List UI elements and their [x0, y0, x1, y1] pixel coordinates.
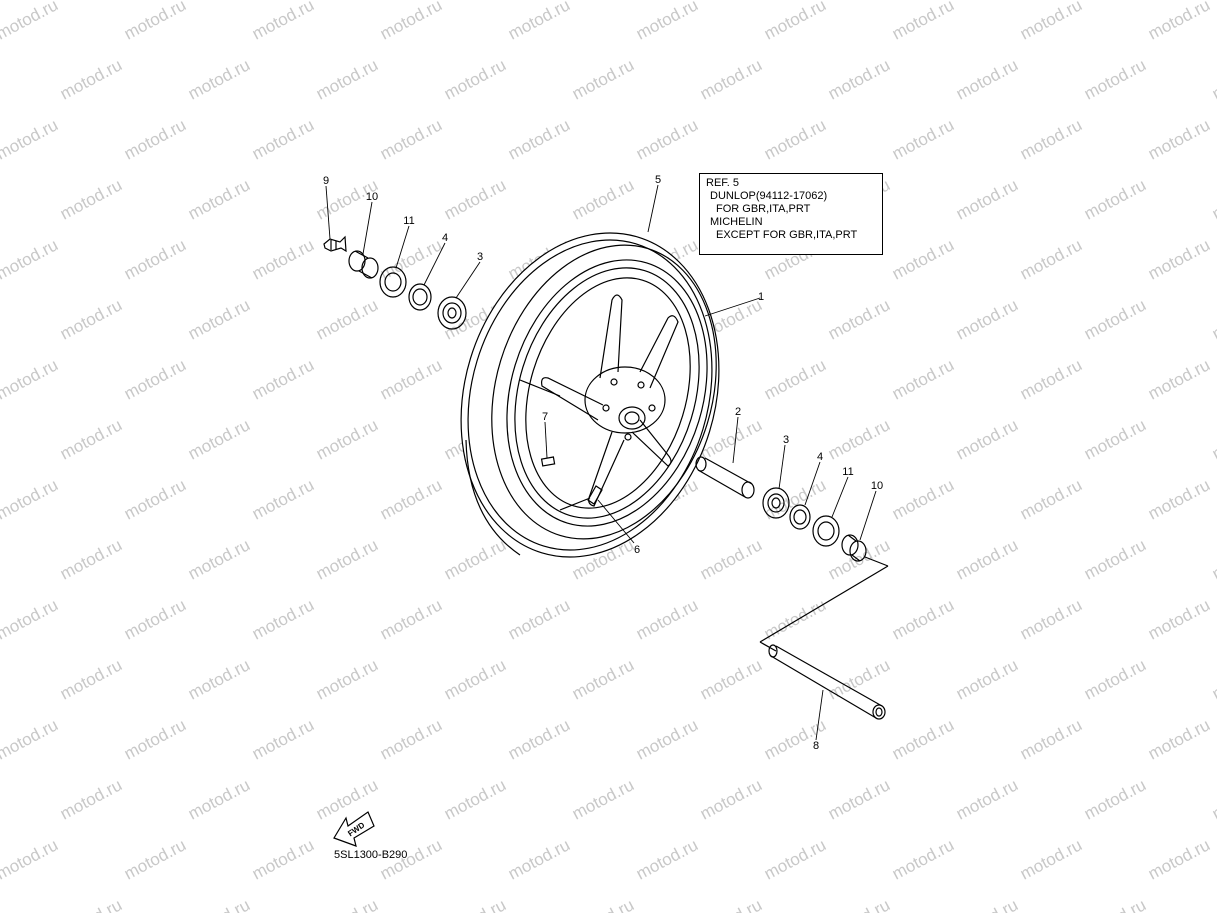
- callout-5: 5: [655, 174, 661, 186]
- balance-weight: [540, 456, 556, 467]
- callout-2: 2: [735, 406, 741, 418]
- callout-8: 8: [813, 740, 819, 752]
- tire-reference-box: REF. 5 DUNLOP(94112-17062) FOR GBR,ITA,P…: [699, 173, 883, 255]
- callout-6: 6: [634, 544, 640, 556]
- leader-lines: [325, 184, 877, 741]
- wheel-spokes: [519, 294, 679, 511]
- callout-7: 7: [542, 411, 548, 423]
- circlip-4-right: [789, 504, 811, 530]
- collar-10-left: [348, 250, 379, 279]
- ref-line-dunlop: DUNLOP(94112-17062): [710, 190, 828, 202]
- wheel-rim: [506, 259, 708, 527]
- callout-10-left: 10: [366, 191, 378, 203]
- oil-seal-11-left: [379, 266, 407, 298]
- wheel-axle-8: [768, 644, 886, 720]
- tire: [460, 232, 720, 558]
- callout-4-right: 4: [817, 451, 823, 463]
- callout-1: 1: [758, 291, 764, 303]
- collar-10-right: [841, 534, 867, 562]
- oil-seal-11-right: [812, 515, 840, 547]
- bolt-9: [323, 235, 347, 253]
- callout-4-left: 4: [442, 232, 448, 244]
- callout-3-right: 3: [783, 434, 789, 446]
- circlip-4-left: [408, 283, 432, 311]
- ref-line-dunlop-markets: FOR GBR,ITA,PRT: [716, 203, 811, 215]
- callout-9: 9: [323, 175, 329, 187]
- callout-labels: 1 2 3 3 4 4 5 6 7 8 9 10 10 11 11 FWD: [323, 174, 883, 838]
- fwd-arrow-icon: [333, 811, 375, 847]
- callout-11-left: 11: [403, 215, 414, 227]
- ref-title: REF. 5: [706, 177, 740, 189]
- valve-stem: [587, 485, 603, 505]
- diagram-code: 5SL1300-B290: [334, 849, 408, 861]
- ref-line-michelin: MICHELIN: [710, 216, 763, 228]
- bearing-3-right: [762, 487, 790, 519]
- callout-3-left: 3: [477, 251, 483, 263]
- wheel-hub: [584, 366, 666, 441]
- callout-10-right: 10: [871, 480, 883, 492]
- axle-guide-lines: [759, 556, 889, 652]
- bearing-3-left: [437, 296, 467, 330]
- callout-11-right: 11: [842, 466, 853, 478]
- ref-line-michelin-markets: EXCEPT FOR GBR,ITA,PRT: [716, 229, 858, 241]
- spacer-2: [695, 456, 755, 499]
